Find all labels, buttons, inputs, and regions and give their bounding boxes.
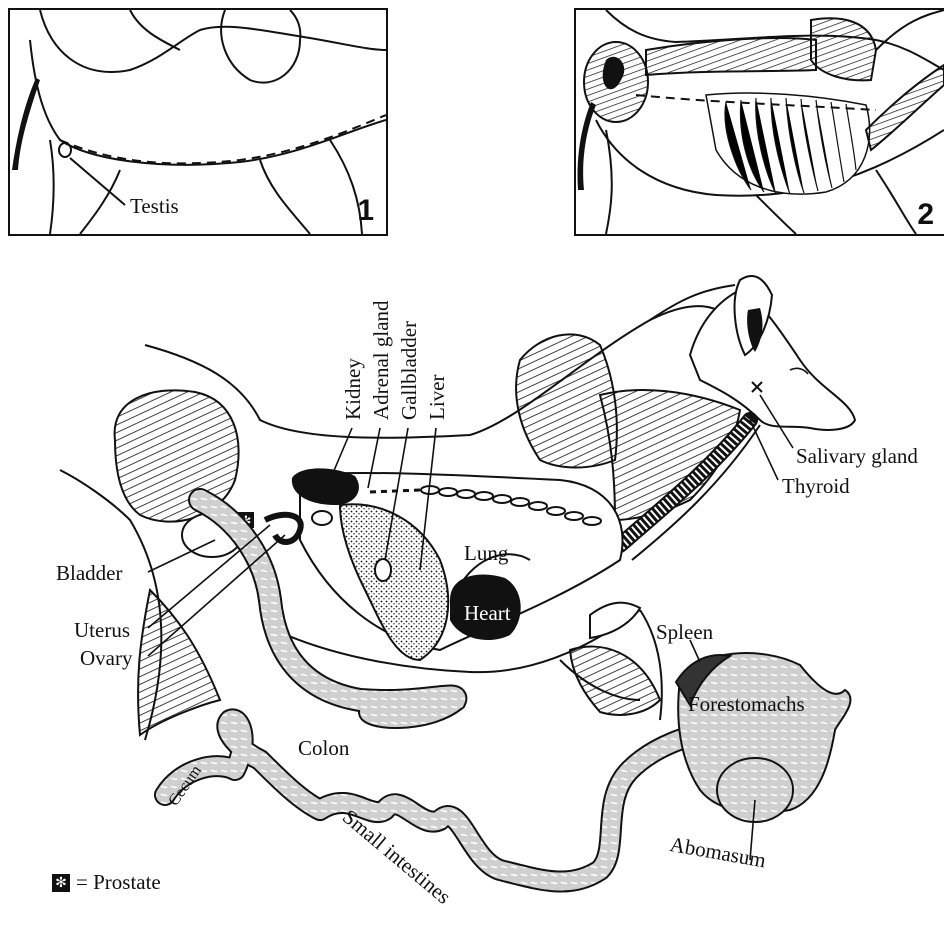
panel-2-drawing bbox=[576, 10, 944, 234]
forestomachs-label: Forestomachs bbox=[688, 694, 805, 715]
foreleg-muscle bbox=[570, 647, 660, 715]
kidney-label: Kidney bbox=[343, 358, 364, 420]
adrenal-gland-label: Adrenal gland bbox=[371, 300, 392, 420]
testis-label: Testis bbox=[130, 196, 179, 217]
colon-label: Colon bbox=[298, 738, 349, 759]
panel-1: Testis 1 bbox=[8, 8, 388, 236]
anatomy-drawing: ✻ bbox=[0, 240, 944, 945]
thigh-muscle bbox=[138, 590, 220, 735]
adrenal-organ bbox=[312, 511, 332, 525]
spleen-label: Spleen bbox=[656, 622, 713, 643]
lung-label: Lung bbox=[464, 543, 508, 564]
abomasum bbox=[717, 758, 793, 822]
uterus-label: Uterus bbox=[74, 620, 130, 641]
legend-text: = Prostate bbox=[76, 870, 161, 895]
panel-2-number: 2 bbox=[917, 200, 934, 230]
gallbladder-label: Gallbladder bbox=[399, 321, 420, 420]
ovary-label: Ovary bbox=[80, 648, 132, 669]
legend: ✻ = Prostate bbox=[52, 870, 161, 895]
panel-1-drawing bbox=[10, 10, 386, 234]
bladder-label: Bladder bbox=[56, 563, 122, 584]
diaphragm-fold bbox=[590, 603, 640, 638]
panel-2: 2 bbox=[574, 8, 944, 236]
legend-prostate-symbol: ✻ bbox=[52, 874, 70, 892]
heart-label: Heart bbox=[464, 603, 511, 624]
salivary-gland-label: Salivary gland bbox=[796, 446, 918, 467]
panel-1-number: 1 bbox=[357, 196, 374, 226]
gallbladder bbox=[375, 559, 391, 581]
liver-label: Liver bbox=[427, 375, 448, 420]
intestines-fill bbox=[165, 719, 720, 881]
thyroid-label: Thyroid bbox=[782, 476, 850, 497]
